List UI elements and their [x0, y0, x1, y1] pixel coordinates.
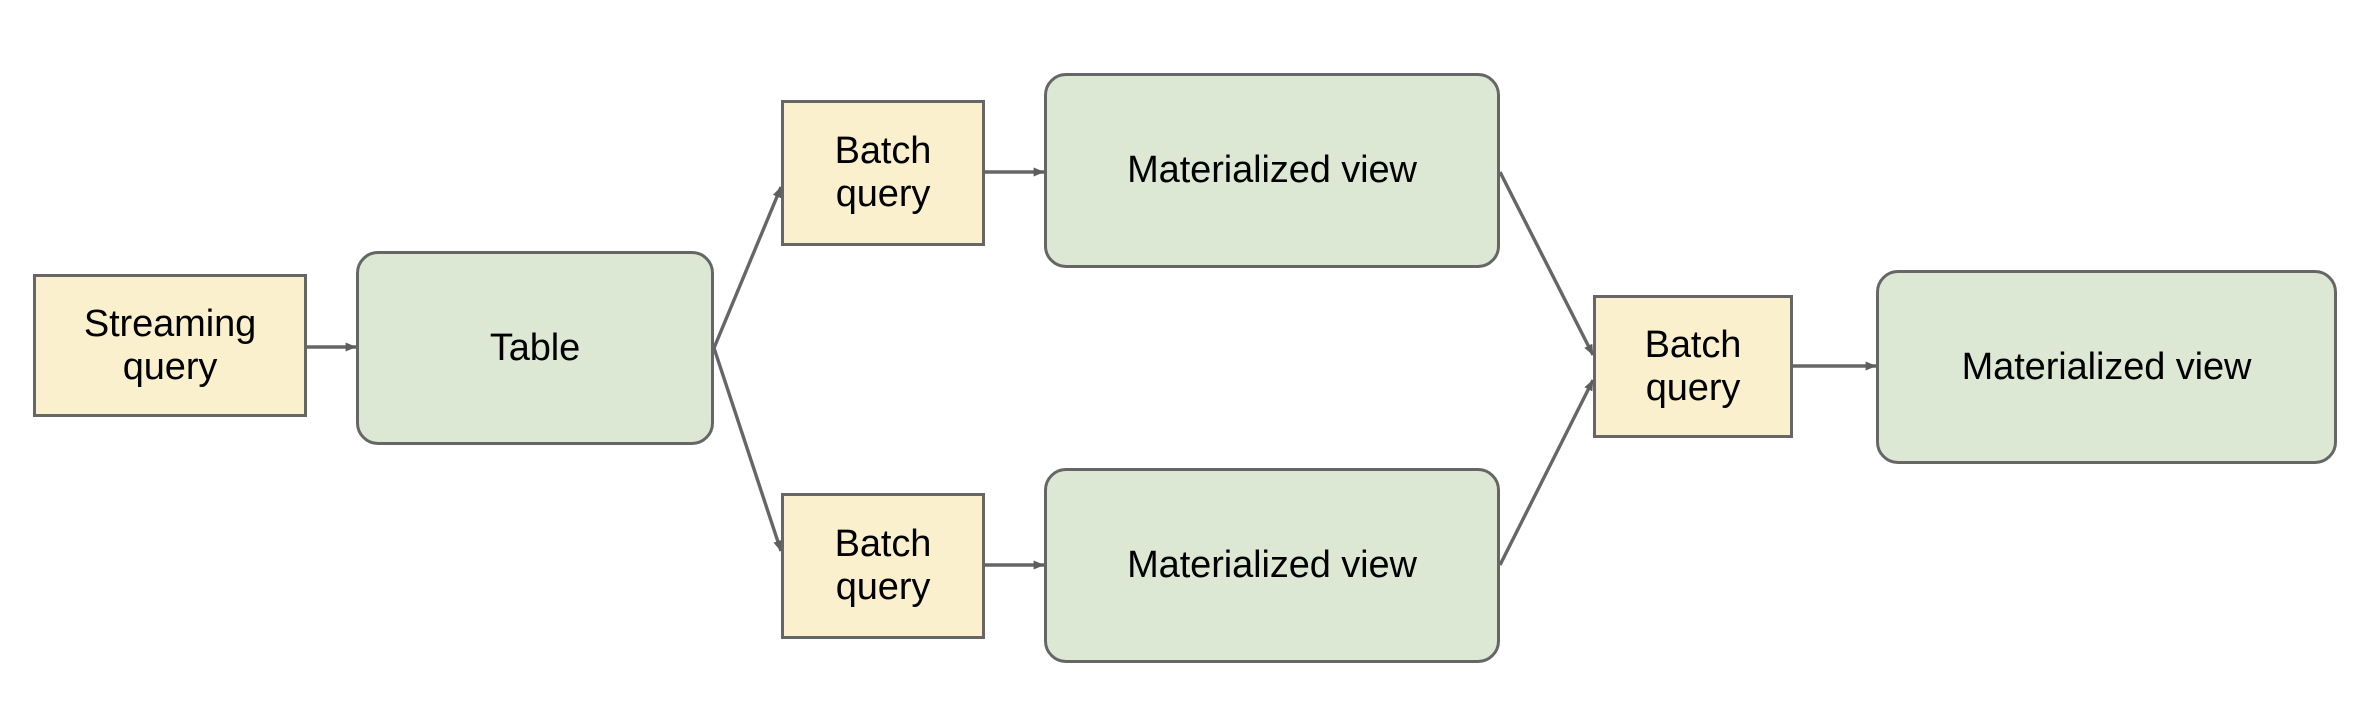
- node-label-materialized-view-top: Materialized view: [1127, 149, 1417, 192]
- node-materialized-view-top[interactable]: Materialized view: [1044, 73, 1500, 268]
- node-streaming-query[interactable]: Streaming query: [33, 274, 307, 417]
- node-batch-query-top[interactable]: Batch query: [781, 100, 985, 246]
- node-materialized-view-final[interactable]: Materialized view: [1876, 270, 2337, 464]
- edge-mv-top-to-batch-join: [1498, 171, 1595, 356]
- node-label-materialized-view-bottom: Materialized view: [1127, 544, 1417, 587]
- node-label-table: Table: [489, 326, 581, 369]
- node-label-materialized-view-final: Materialized view: [1961, 345, 2252, 388]
- node-materialized-view-bottom[interactable]: Materialized view: [1044, 468, 1500, 663]
- node-batch-query-bottom[interactable]: Batch query: [781, 493, 985, 639]
- node-label-batch-query-bottom: Batch query: [834, 523, 932, 608]
- node-label-batch-query-top: Batch query: [834, 130, 932, 215]
- node-label-batch-query-join: Batch query: [1644, 323, 1742, 409]
- edge-table-to-batch-bottom: [712, 347, 783, 552]
- node-label-streaming-query: Streaming query: [83, 302, 257, 388]
- edge-mv-bottom-to-batch-join: [1498, 379, 1595, 566]
- node-batch-query-join[interactable]: Batch query: [1593, 295, 1793, 438]
- node-table[interactable]: Table: [356, 251, 714, 445]
- edge-table-to-batch-top: [712, 186, 783, 349]
